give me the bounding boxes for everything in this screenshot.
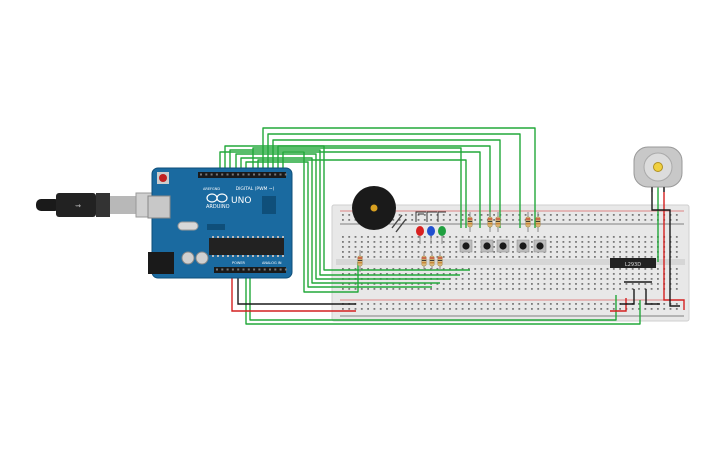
resistor[interactable] <box>429 252 435 270</box>
led-green[interactable] <box>438 226 446 244</box>
breadboard-holes <box>342 214 678 310</box>
wire-red <box>610 298 627 312</box>
wire-green <box>267 133 521 228</box>
gnd-label: GND <box>212 187 220 191</box>
model-label: UNO <box>231 196 251 206</box>
wires-green <box>219 127 659 325</box>
svg-text:⇝: ⇝ <box>75 202 81 210</box>
push-button[interactable] <box>533 239 547 253</box>
wire-green <box>240 157 440 284</box>
wire-black <box>651 187 680 307</box>
atmega-chip <box>209 238 284 255</box>
dc-motor-icon[interactable] <box>633 146 683 192</box>
buzzer-icon[interactable] <box>352 186 407 233</box>
usb-jack[interactable] <box>147 195 171 219</box>
wire-green <box>219 151 359 293</box>
power-header[interactable] <box>214 267 286 273</box>
resistor[interactable] <box>487 212 493 232</box>
arduino-uno-board[interactable]: DIGITAL (PWM ~) AREF GND ARDUINO UNO POW… <box>147 167 293 279</box>
resistors <box>357 212 541 272</box>
capacitor <box>195 251 209 265</box>
reset-button-cap[interactable] <box>159 174 167 182</box>
resistor[interactable] <box>535 212 541 232</box>
wire-black <box>237 275 356 305</box>
capacitor <box>181 251 195 265</box>
digital-label: DIGITAL (PWM ~) <box>236 186 275 192</box>
analog-label: ANALOG IN <box>262 261 282 265</box>
wire-red <box>663 187 685 310</box>
driver-ic-label: L293D <box>625 262 641 268</box>
digital-header[interactable] <box>198 172 286 178</box>
wire-green <box>282 151 481 228</box>
wire-red <box>231 275 356 312</box>
wire-green <box>235 153 450 280</box>
aref-label: AREF <box>203 187 212 191</box>
led-blue[interactable] <box>427 226 435 244</box>
resistor[interactable] <box>421 252 427 270</box>
wire-black <box>620 289 635 305</box>
brand-label: ARDUINO <box>206 204 230 210</box>
wires-power <box>231 187 685 312</box>
led-red[interactable] <box>416 213 424 244</box>
wire-green <box>245 275 641 325</box>
power-jack-icon[interactable] <box>148 252 174 274</box>
wire-black <box>645 289 660 305</box>
resistor[interactable] <box>495 212 501 232</box>
arduino-infinity-logo <box>206 193 228 203</box>
resistor[interactable] <box>467 212 473 232</box>
crystal <box>177 221 199 231</box>
usb-cable-icon[interactable]: ⇝ <box>36 192 159 218</box>
wire-green <box>229 149 460 276</box>
power-label: POWER <box>232 261 246 265</box>
push-button[interactable] <box>480 239 494 253</box>
resistor[interactable] <box>525 212 531 232</box>
resistor[interactable] <box>357 250 363 272</box>
wire-green <box>249 275 617 321</box>
leds <box>415 211 446 244</box>
wire-green <box>224 145 470 271</box>
resistor[interactable] <box>437 252 443 270</box>
wire-green <box>245 161 432 288</box>
push-button[interactable] <box>516 239 530 253</box>
motor-driver-chip[interactable]: L293D <box>610 258 656 268</box>
push-button[interactable] <box>496 239 510 253</box>
push-buttons <box>459 239 547 253</box>
push-button[interactable] <box>459 239 473 253</box>
